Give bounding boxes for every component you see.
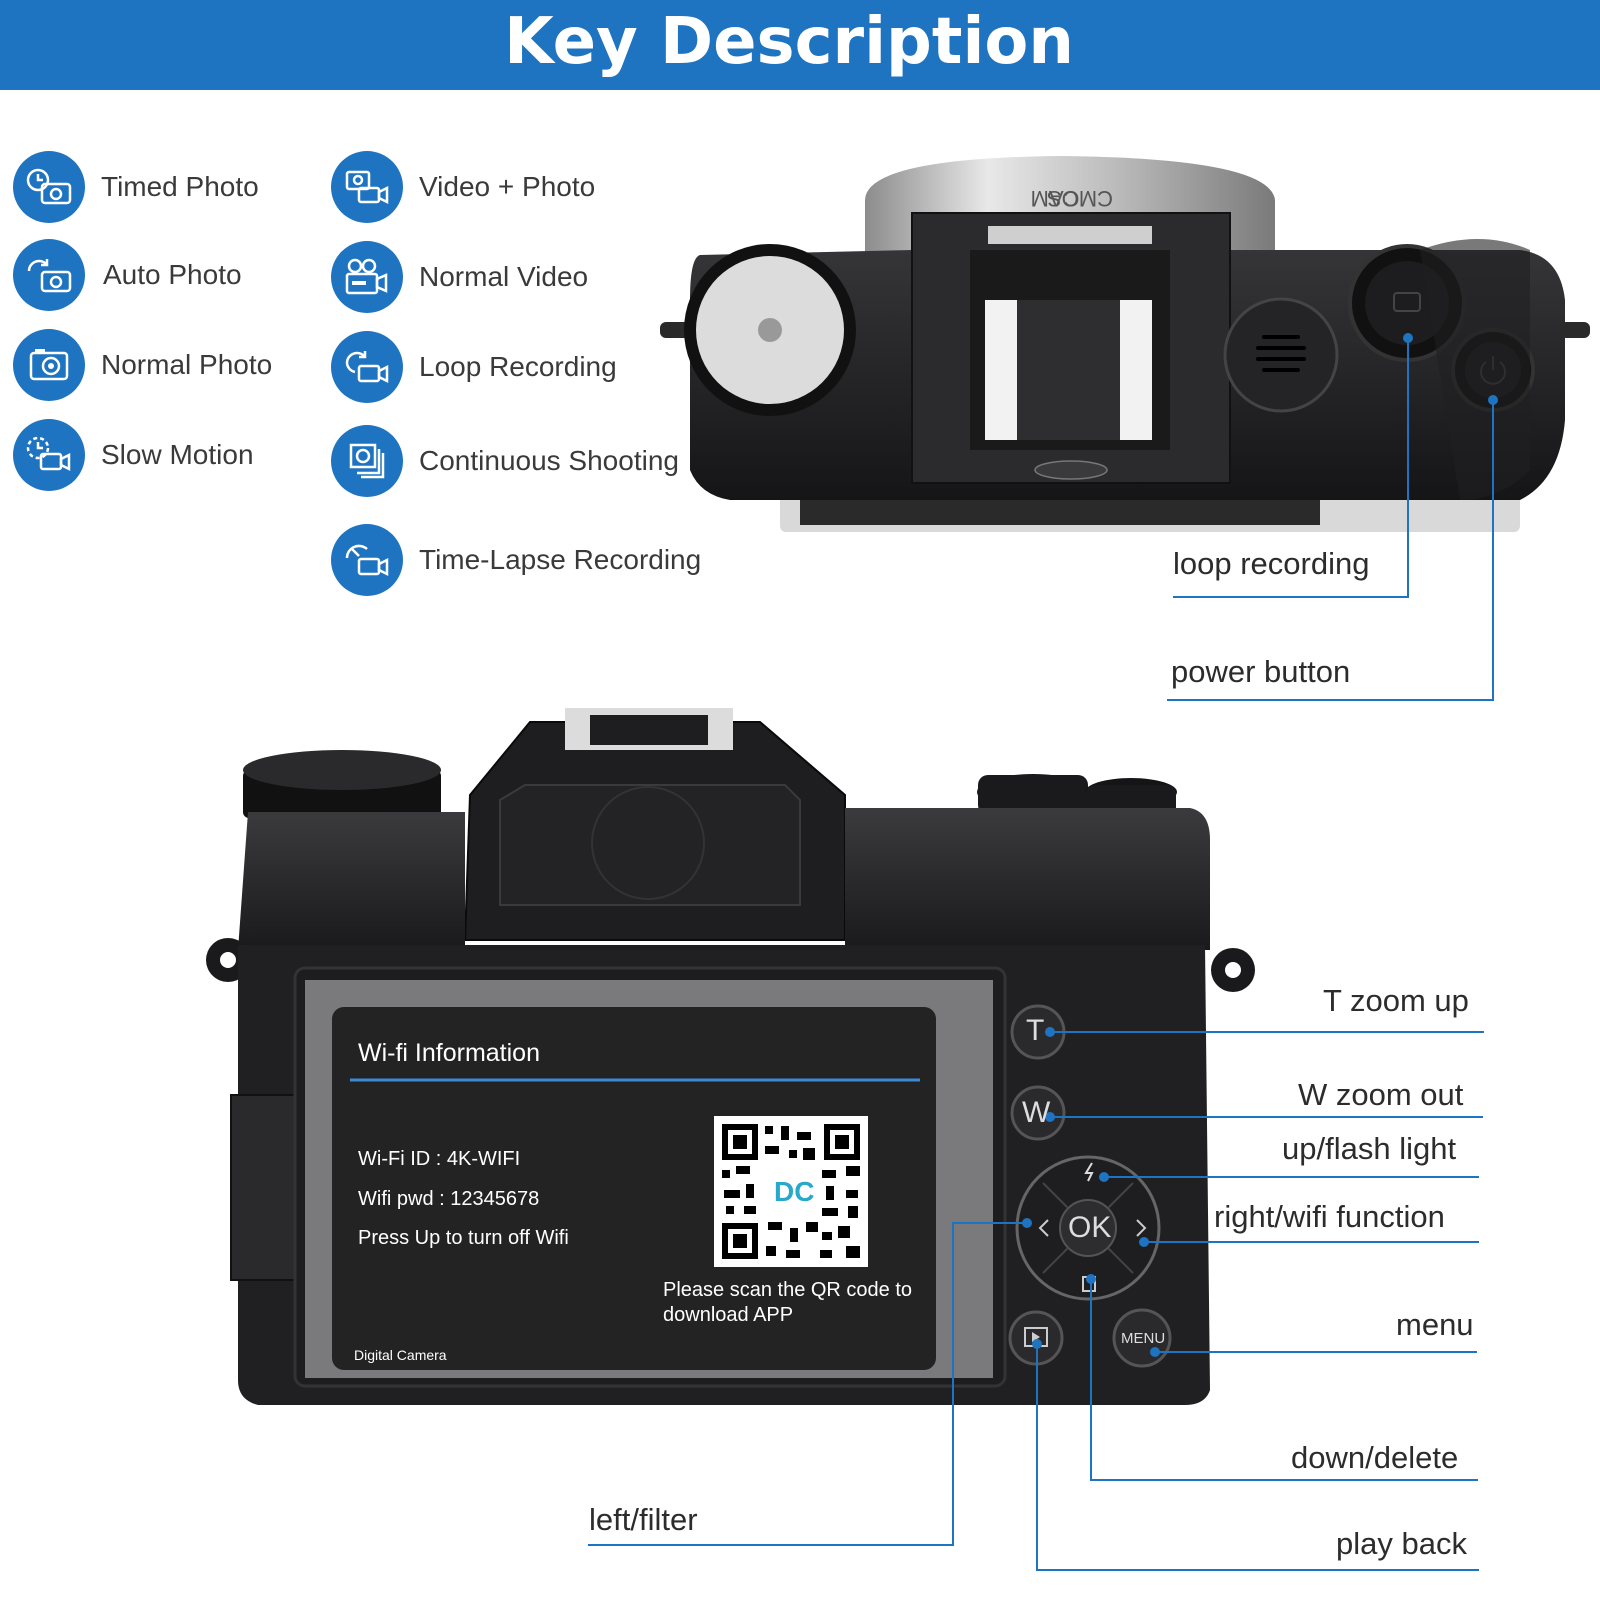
mode-label: Loop Recording	[419, 351, 617, 382]
flash-icon	[1084, 1162, 1094, 1182]
page-title: Key Description	[504, 5, 1074, 79]
mic-grill	[988, 226, 1152, 244]
auto-camera-icon	[13, 239, 85, 311]
callout-line-play	[1036, 1344, 1479, 1571]
mode-item-loop-recording: Loop Recording	[331, 331, 617, 403]
callout-power-button: power button	[1171, 654, 1351, 689]
lens-text-cam: CAM	[1031, 186, 1080, 211]
t-button-label: T	[1026, 1014, 1045, 1047]
callout-right-wifi: right/wifi function	[1214, 1199, 1445, 1234]
ok-button-label: OK	[1068, 1211, 1112, 1244]
qr-code	[714, 1116, 868, 1267]
mode-item-normal-photo: Normal Photo	[13, 329, 272, 401]
mode-item-video-photo: Video + Photo	[331, 151, 595, 223]
continuous-shooting-icon	[331, 425, 403, 497]
callout-w-zoom-out: W zoom out	[1298, 1077, 1464, 1112]
menu-button-label: MENU	[1121, 1330, 1166, 1347]
mode-label: Video + Photo	[419, 171, 596, 202]
timer-camera-icon	[13, 151, 85, 223]
callout-down-delete: down/delete	[1291, 1440, 1459, 1475]
mode-item-slow-motion: Slow Motion	[13, 419, 254, 491]
mode-label: Normal Video	[419, 261, 589, 292]
callout-line-power	[1167, 400, 1494, 701]
callout-play-back: play back	[1336, 1526, 1467, 1561]
slow-motion-video-icon	[13, 419, 85, 491]
callout-up-flash-light: up/flash light	[1282, 1131, 1457, 1166]
w-button-label: W	[1022, 1096, 1051, 1129]
screen-title: Wi-fi Information	[358, 1039, 540, 1067]
mode-item-continuous-shooting: Continuous Shooting	[331, 425, 679, 497]
mode-item-time-lapse-recording: Time-Lapse Recording	[331, 524, 701, 596]
lens-text-cmos: CMOS	[1047, 186, 1113, 211]
mode-item-normal-video: Normal Video	[331, 241, 588, 313]
camera-icon	[13, 329, 85, 401]
loop-recording-icon	[331, 331, 403, 403]
screen-wifi-pwd: Wifi pwd : 12345678	[358, 1188, 540, 1210]
screen-footer: Digital Camera	[354, 1347, 447, 1363]
header-banner: Key Description	[0, 0, 1600, 90]
callout-line-loop	[1173, 338, 1409, 598]
screen-hint: Press Up to turn off Wifi	[358, 1227, 569, 1249]
mode-label: Auto Photo	[103, 259, 242, 290]
w-zoom-button	[1010, 1085, 1066, 1141]
callout-t-zoom-up: T zoom up	[1323, 983, 1469, 1018]
ok-button	[1059, 1199, 1117, 1257]
screen-wifi-id: Wi-Fi ID : 4K-WIFI	[358, 1148, 521, 1170]
video-camera-icon	[331, 241, 403, 313]
qr-logo: DC	[774, 1176, 815, 1207]
mode-label: Time-Lapse Recording	[419, 544, 702, 575]
screen-qr-line2: download APP	[663, 1304, 794, 1326]
time-lapse-icon	[331, 524, 403, 596]
callout-line-left	[588, 1222, 1027, 1546]
callout-menu: menu	[1396, 1307, 1474, 1342]
mode-label: Continuous Shooting	[419, 445, 679, 476]
lcd-screen	[332, 1007, 936, 1370]
mode-label: Normal Photo	[101, 349, 273, 380]
mode-item-auto-photo: Auto Photo	[13, 239, 242, 311]
callout-line-down	[1090, 1279, 1478, 1481]
mode-label: Timed Photo	[101, 171, 259, 202]
mode-label: Slow Motion	[101, 439, 254, 470]
callout-left-filter: left/filter	[589, 1502, 698, 1537]
mode-item-timed-photo: Timed Photo	[13, 151, 259, 223]
video-photo-icon	[331, 151, 403, 223]
screen-qr-line1: Please scan the QR code to	[663, 1279, 913, 1301]
callout-loop-recording: loop recording	[1173, 546, 1370, 581]
speaker	[1223, 297, 1339, 413]
